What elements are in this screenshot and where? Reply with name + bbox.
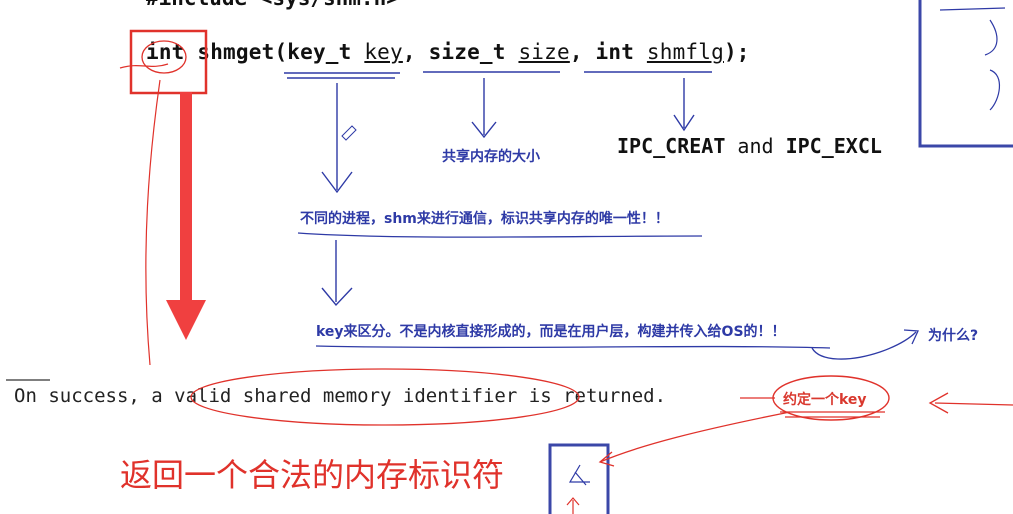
param-key-type: key_t bbox=[287, 40, 365, 64]
function-prototype: int shmget(key_t key, size_t size, int s… bbox=[146, 40, 750, 64]
paren-open: ( bbox=[274, 40, 288, 64]
param-sep-2: , bbox=[569, 40, 596, 64]
thin-red-curve bbox=[145, 79, 161, 366]
underline-key-note-2 bbox=[315, 345, 831, 349]
flag-ipc-creat: IPC_CREAT bbox=[617, 134, 726, 158]
flag-ipc-excl: IPC_EXCL bbox=[785, 134, 882, 158]
function-name: shmget bbox=[197, 40, 275, 64]
arrow-key-down bbox=[321, 83, 353, 194]
size-note: 共享内存的大小 bbox=[442, 149, 540, 165]
blue-squiggle bbox=[939, 7, 1006, 111]
agree-key-underline bbox=[780, 411, 885, 418]
underline-key-note-1 bbox=[297, 232, 703, 238]
int-highlight-box bbox=[129, 29, 208, 95]
param-shmflg-type: int bbox=[595, 40, 647, 64]
red-line-to-box bbox=[598, 411, 791, 467]
param-shmflg-name: shmflg bbox=[646, 40, 724, 64]
thin-red-curve-2 bbox=[119, 63, 169, 69]
blue-box-bottom bbox=[548, 443, 610, 514]
return-cn-note: 返回一个合法的内存标识符 bbox=[120, 456, 505, 494]
blue-box-top-right bbox=[918, 0, 1013, 148]
param-size-name: size bbox=[518, 40, 570, 64]
why-note: 为什么? bbox=[928, 328, 979, 344]
flags-line: IPC_CREAT and IPC_EXCL bbox=[617, 134, 882, 158]
arrow-key-note-down bbox=[321, 240, 353, 307]
key-note-2: key来区分。不是内核直接形成的，而是在用户层，构建并传入给OS的！！ bbox=[316, 324, 786, 340]
red-arrow-shaft bbox=[180, 92, 192, 314]
int-circle bbox=[141, 40, 187, 74]
flag-and: and bbox=[725, 134, 786, 158]
hook-to-why bbox=[811, 329, 919, 360]
red-arrow-right bbox=[928, 392, 1013, 414]
pencil-mark bbox=[341, 125, 357, 141]
include-line: #include <sys/shm.h> bbox=[146, 0, 399, 10]
return-description: On success, a valid shared memory identi… bbox=[14, 385, 667, 407]
param-sep-1: , bbox=[402, 40, 429, 64]
paren-close: ); bbox=[723, 40, 750, 64]
arrow-size-down bbox=[471, 78, 497, 139]
key-note-1: 不同的进程，shm来进行通信，标识共享内存的唯一性！！ bbox=[300, 211, 669, 227]
param-size-type: size_t bbox=[428, 40, 519, 64]
red-arrow-head bbox=[166, 300, 206, 340]
agree-key-note: 约定一个key bbox=[783, 392, 867, 408]
agree-key-circle bbox=[772, 375, 890, 421]
arrow-shmflg-down bbox=[673, 78, 695, 132]
identifier-circle bbox=[190, 368, 580, 426]
underline-key bbox=[284, 72, 400, 79]
blue-box-glyph bbox=[568, 464, 590, 486]
param-key-name: key bbox=[364, 40, 403, 64]
red-small-arrow-up bbox=[566, 497, 580, 514]
